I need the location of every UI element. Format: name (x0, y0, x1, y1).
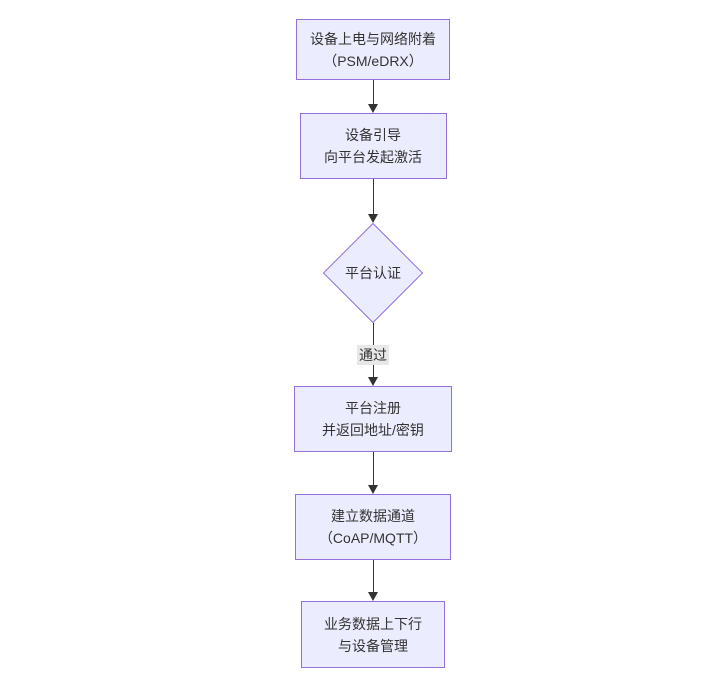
edge-arrow-4 (361, 452, 385, 494)
edge-arrow-5 (361, 560, 385, 601)
flow-node-data-channel: 建立数据通道 （CoAP/MQTT） (295, 494, 451, 560)
node-text-line: 与设备管理 (338, 637, 408, 654)
node-text-line: 设备引导 (345, 127, 401, 143)
arrowhead-down-icon (368, 214, 378, 223)
arrowhead-down-icon (368, 485, 378, 494)
edge-label-pass: 通过 (357, 344, 389, 365)
flow-node-bootstrap: 设备引导 向平台发起激活 (299, 113, 447, 179)
flowchart-column: 设备上电与网络附着 （PSM/eDRX） 设备引导 向平台发起激活 平台认证 通… (294, 19, 452, 668)
flow-node-platform-auth: 平台认证 (322, 222, 424, 324)
arrowhead-down-icon (368, 377, 378, 386)
flow-node-business-data: 业务数据上下行 与设备管理 (301, 601, 445, 668)
edge-arrow-3: 通过 (357, 323, 389, 386)
edge-line (372, 560, 374, 593)
arrowhead-down-icon (368, 592, 378, 601)
node-text-line: 并返回地址/密钥 (322, 422, 424, 438)
node-text-line: 设备上电与网络附着 (310, 30, 436, 47)
edge-line (372, 80, 374, 105)
edge-arrow-2 (361, 179, 385, 223)
flow-node-platform-register: 平台注册 并返回地址/密钥 (294, 386, 452, 452)
edge-line (372, 452, 374, 486)
node-text-line: 业务数据上下行 (324, 615, 422, 632)
edge-arrow-1 (361, 80, 385, 113)
arrowhead-down-icon (368, 104, 378, 113)
flow-node-power-attach: 设备上电与网络附着 （PSM/eDRX） (296, 19, 450, 80)
node-text-line: 平台注册 (345, 400, 401, 416)
node-text-line: 建立数据通道 (331, 508, 415, 524)
node-text-line: 向平台发起激活 (324, 149, 422, 165)
edge-line (372, 179, 374, 215)
node-text-line: （PSM/eDRX） (323, 52, 423, 69)
node-text-line: 平台认证 (345, 265, 401, 281)
node-text-line: （CoAP/MQTT） (318, 530, 428, 546)
